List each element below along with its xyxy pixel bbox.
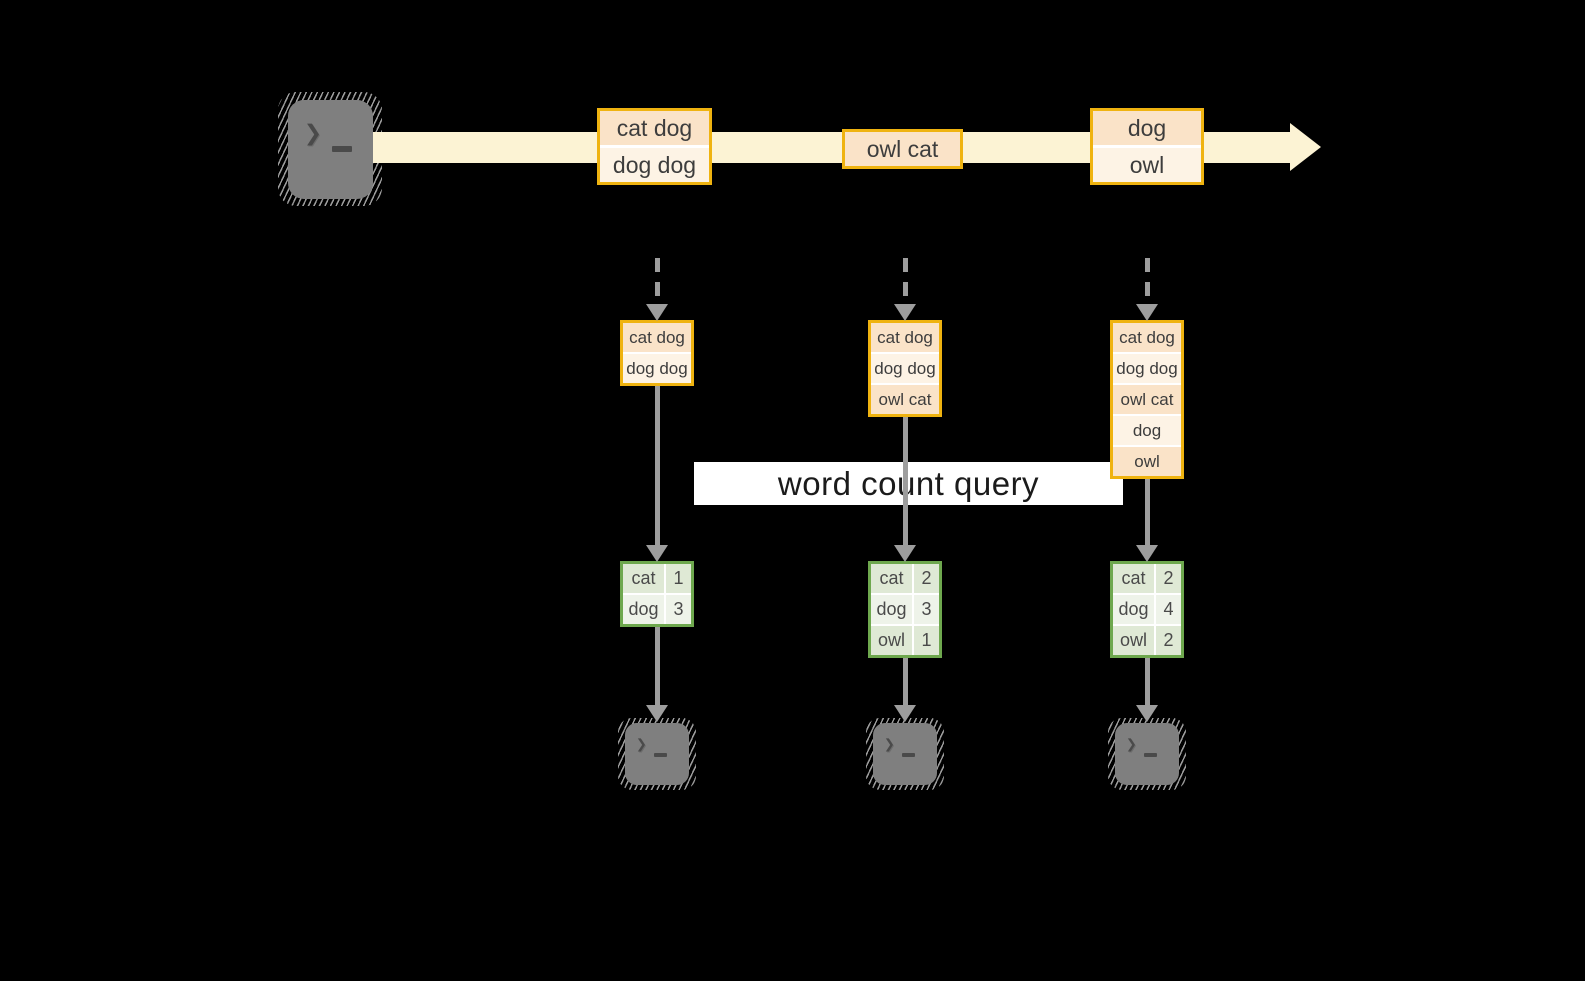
queue-item: cat dog xyxy=(871,323,939,352)
terminal-prompt-icon: ❯ xyxy=(636,734,647,755)
arrow-icon xyxy=(894,417,916,562)
queue-item: dog xyxy=(1113,416,1181,445)
stream-event-box: dog owl xyxy=(1090,108,1204,185)
terminal-prompt-icon: ❯ xyxy=(884,734,895,755)
count-word: dog xyxy=(871,595,912,624)
terminal-prompt-icon: ❯ xyxy=(304,116,323,151)
queue-item: dog dog xyxy=(871,354,939,383)
queue-item: dog dog xyxy=(1113,354,1181,383)
count-word: cat xyxy=(623,564,664,593)
terminal-prompt-icon: ❯ xyxy=(1126,734,1137,755)
event-text: cat dog xyxy=(600,111,709,145)
count-value: 3 xyxy=(914,595,939,624)
count-word: dog xyxy=(623,595,664,624)
stream-event-box: owl cat xyxy=(842,129,963,169)
query-label: word count query xyxy=(694,462,1123,505)
arrow-icon xyxy=(646,627,668,722)
terminal-source-icon: ❯ xyxy=(288,100,373,199)
terminal-cursor-icon xyxy=(332,146,352,152)
count-value: 4 xyxy=(1156,595,1181,624)
count-value: 2 xyxy=(1156,626,1181,655)
queue-item: dog dog xyxy=(623,354,691,383)
dashed-arrow-icon xyxy=(646,258,668,322)
event-text: owl xyxy=(1093,148,1201,182)
arrow-icon xyxy=(1136,479,1158,562)
count-word: cat xyxy=(871,564,912,593)
count-table: cat 2 dog 4 owl 2 xyxy=(1110,561,1184,658)
terminal-cursor-icon xyxy=(902,753,915,757)
arrow-icon xyxy=(646,386,668,562)
event-text: owl cat xyxy=(845,132,960,166)
dashed-arrow-icon xyxy=(894,258,916,322)
terminal-cursor-icon xyxy=(654,753,667,757)
count-table: cat 1 dog 3 xyxy=(620,561,694,627)
count-word: dog xyxy=(1113,595,1154,624)
count-value: 1 xyxy=(914,626,939,655)
stream-arrowhead-icon xyxy=(1290,123,1321,171)
event-queue: cat dog dog dog xyxy=(620,320,694,386)
queue-item: owl cat xyxy=(1113,385,1181,414)
count-value: 3 xyxy=(666,595,691,624)
count-word: owl xyxy=(871,626,912,655)
count-value: 1 xyxy=(666,564,691,593)
terminal-sink-icon: ❯ xyxy=(873,723,937,785)
queue-item: cat dog xyxy=(1113,323,1181,352)
count-word: owl xyxy=(1113,626,1154,655)
terminal-cursor-icon xyxy=(1144,753,1157,757)
arrow-icon xyxy=(894,658,916,722)
count-value: 2 xyxy=(1156,564,1181,593)
dashed-arrow-icon xyxy=(1136,258,1158,322)
event-queue: cat dog dog dog owl cat xyxy=(868,320,942,417)
terminal-sink-icon: ❯ xyxy=(1115,723,1179,785)
arrow-icon xyxy=(1136,658,1158,722)
terminal-sink-icon: ❯ xyxy=(625,723,689,785)
queue-item: owl cat xyxy=(871,385,939,414)
event-text: dog xyxy=(1093,111,1201,145)
event-queue: cat dog dog dog owl cat dog owl xyxy=(1110,320,1184,479)
count-word: cat xyxy=(1113,564,1154,593)
queue-item: cat dog xyxy=(623,323,691,352)
count-value: 2 xyxy=(914,564,939,593)
count-table: cat 2 dog 3 owl 1 xyxy=(868,561,942,658)
stream-event-box: cat dog dog dog xyxy=(597,108,712,185)
event-text: dog dog xyxy=(600,148,709,182)
queue-item: owl xyxy=(1113,447,1181,476)
query-label-text: word count query xyxy=(777,464,1040,502)
